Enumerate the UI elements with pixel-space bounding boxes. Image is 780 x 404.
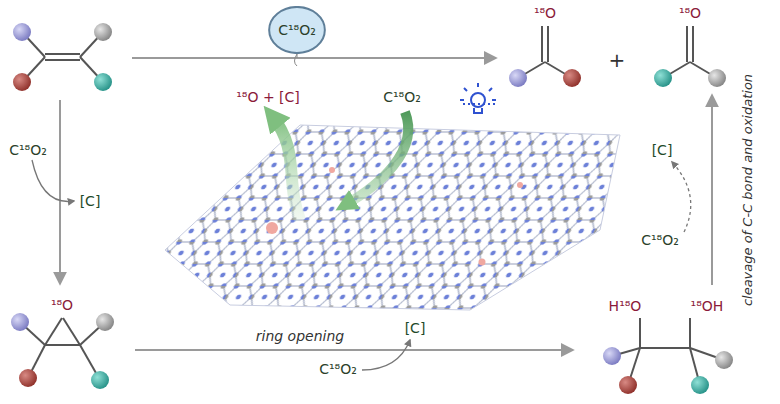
formula-label: [C] [80, 192, 101, 210]
formula-label: ¹⁸O [51, 296, 73, 314]
formula-label: ¹⁸O [534, 4, 556, 22]
formula-label: [C] [652, 141, 673, 159]
formula-label: C¹⁸O₂ [383, 88, 421, 106]
formula-label: C¹⁸O₂ [641, 231, 679, 249]
formula-label: C¹⁸O₂ [319, 360, 357, 378]
formula-label: ¹⁸O + [C] [236, 88, 300, 106]
formula-label: [C] [405, 319, 426, 337]
formula-label: ring opening [256, 327, 344, 345]
formula-label: C¹⁸O₂ [9, 141, 47, 159]
formula-label: ¹⁸O [679, 4, 701, 22]
vertical-annotation: cleavage of C-C bond and oxidation [739, 74, 757, 306]
balloon-node: C¹⁸O₂ [268, 6, 326, 54]
formula-label: + [609, 51, 626, 69]
formula-label: ¹⁸OH [691, 297, 724, 315]
formula-label: H¹⁸O [609, 297, 642, 315]
node-text: C¹⁸O₂ [268, 21, 326, 39]
